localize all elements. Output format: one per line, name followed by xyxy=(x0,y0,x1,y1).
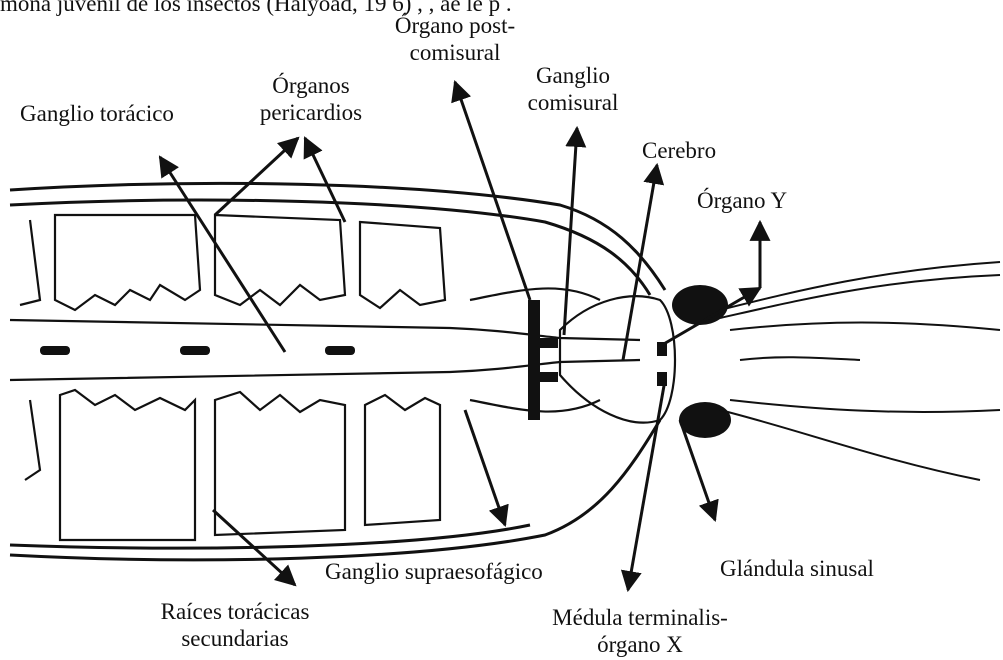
body-outline xyxy=(10,183,665,559)
label-ganglio-toracico: Ganglio torácico xyxy=(20,100,174,127)
label-ganglio-comisural: Ganglio comisural xyxy=(508,62,638,116)
antennae xyxy=(720,262,1000,480)
label-cerebro: Cerebro xyxy=(642,137,716,164)
arrow-cerebro xyxy=(623,165,657,360)
label-organo-postcomisural: Órgano post- comisural xyxy=(380,12,530,66)
label-organo-y: Órgano Y xyxy=(697,187,787,214)
label-organos-pericardios: Órganos pericardios xyxy=(236,72,386,126)
label-ganglio-supraesofagico: Ganglio supraesofágico xyxy=(325,558,543,585)
label-medula-terminalis: Médula terminalis- órgano X xyxy=(530,604,750,658)
thoracic-ganglia xyxy=(40,346,355,355)
label-raices-toracicas: Raíces torácicas secundarias xyxy=(135,598,335,652)
eyestalk-right xyxy=(657,285,731,438)
arrow-pericardios-2 xyxy=(305,138,345,222)
arrow-supraesofagico xyxy=(465,410,505,525)
label-glandula-sinusal: Glándula sinusal xyxy=(720,555,874,582)
commissural-ganglion xyxy=(528,300,558,420)
arrow-pericardios-1 xyxy=(215,138,298,215)
upper-segments xyxy=(20,215,445,310)
brain-shape xyxy=(560,296,675,422)
arrow-medula xyxy=(628,380,665,590)
lower-segments xyxy=(25,390,440,540)
